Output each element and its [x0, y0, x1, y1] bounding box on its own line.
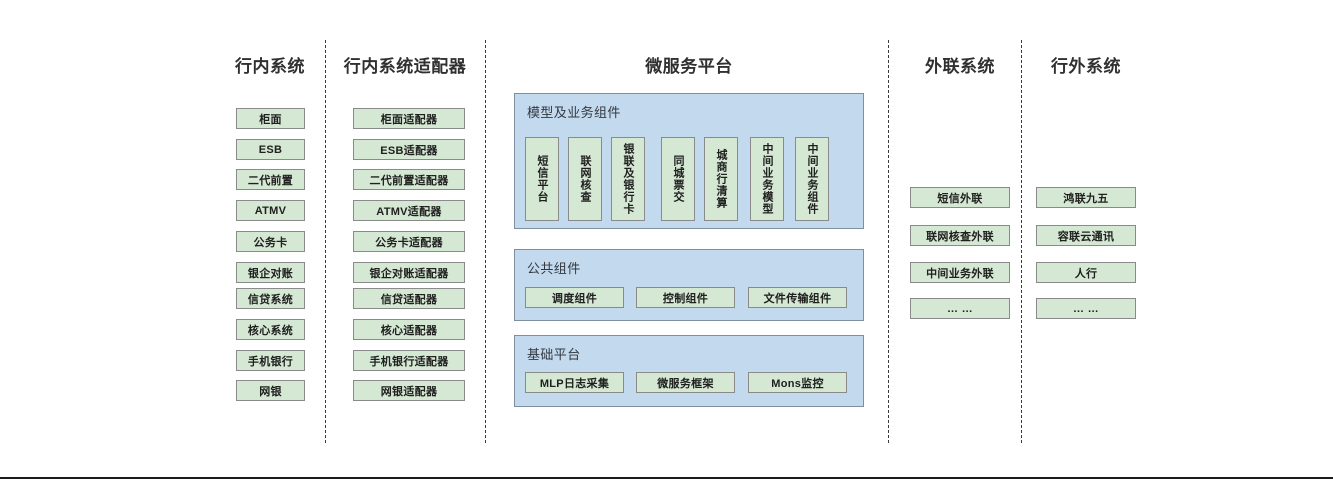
node-internal-1[interactable]: 柜面: [236, 108, 305, 129]
node-adapter-3[interactable]: 二代前置适配器: [353, 169, 465, 190]
page-bottom-rule: [0, 477, 1333, 479]
node-internal-10[interactable]: 网银: [236, 380, 305, 401]
node-model-7[interactable]: 中间业务组件: [795, 137, 829, 221]
node-adapter-6[interactable]: 银企对账适配器: [353, 262, 465, 283]
column-divider-3: [888, 40, 889, 443]
node-adapter-10[interactable]: 网银适配器: [353, 380, 465, 401]
column-divider-2: [485, 40, 486, 443]
node-public-2[interactable]: 控制组件: [636, 287, 735, 308]
node-internal-6[interactable]: 银企对账: [236, 262, 305, 283]
node-adapter-4[interactable]: ATMV适配器: [353, 200, 465, 221]
node-internal-7[interactable]: 信贷系统: [236, 288, 305, 309]
node-adapter-7[interactable]: 信贷适配器: [353, 288, 465, 309]
column-title-external-link-systems: 外联系统: [925, 57, 995, 76]
node-outside-2[interactable]: 容联云通讯: [1036, 225, 1136, 246]
node-external-4[interactable]: … …: [910, 298, 1010, 319]
node-model-1-label: 短信平台: [536, 155, 548, 203]
node-base-1[interactable]: MLP日志采集: [525, 372, 624, 393]
node-adapter-2[interactable]: ESB适配器: [353, 139, 465, 160]
node-base-2[interactable]: 微服务框架: [636, 372, 735, 393]
panel-label-public-components: 公共组件: [527, 261, 581, 276]
column-divider-4: [1021, 40, 1022, 443]
node-external-2[interactable]: 联网核查外联: [910, 225, 1010, 246]
node-adapter-5[interactable]: 公务卡适配器: [353, 231, 465, 252]
panel-label-model-and-business-components: 模型及业务组件: [527, 105, 621, 120]
panel-base-platform: 基础平台: [514, 335, 864, 407]
column-divider-1: [325, 40, 326, 443]
node-internal-3[interactable]: 二代前置: [236, 169, 305, 190]
node-internal-5[interactable]: 公务卡: [236, 231, 305, 252]
node-model-4-label: 同城票交: [672, 155, 684, 203]
node-model-7-label: 中间业务组件: [806, 143, 818, 215]
node-outside-1[interactable]: 鸿联九五: [1036, 187, 1136, 208]
node-adapter-8[interactable]: 核心适配器: [353, 319, 465, 340]
column-title-internal-systems: 行内系统: [235, 57, 305, 76]
node-external-1[interactable]: 短信外联: [910, 187, 1010, 208]
column-title-internal-system-adapters: 行内系统适配器: [343, 57, 467, 76]
node-internal-9[interactable]: 手机银行: [236, 350, 305, 371]
node-model-4[interactable]: 同城票交: [661, 137, 695, 221]
node-internal-4[interactable]: ATMV: [236, 200, 305, 221]
panel-public-components: 公共组件: [514, 249, 864, 321]
node-model-2-label: 联网核查: [579, 155, 591, 203]
column-title-microservice-platform: 微服务平台: [645, 57, 733, 76]
node-external-3[interactable]: 中间业务外联: [910, 262, 1010, 283]
node-model-5-label: 城商行清算: [715, 149, 727, 209]
node-model-1[interactable]: 短信平台: [525, 137, 559, 221]
node-public-3[interactable]: 文件传输组件: [748, 287, 847, 308]
node-model-3-label: 银联及银行卡: [622, 143, 634, 215]
node-model-2[interactable]: 联网核查: [568, 137, 602, 221]
node-outside-4[interactable]: … …: [1036, 298, 1136, 319]
node-base-3[interactable]: Mons监控: [748, 372, 847, 393]
node-adapter-9[interactable]: 手机银行适配器: [353, 350, 465, 371]
panel-label-base-platform: 基础平台: [527, 347, 581, 362]
node-adapter-1[interactable]: 柜面适配器: [353, 108, 465, 129]
node-model-6[interactable]: 中间业务模型: [750, 137, 784, 221]
node-model-5[interactable]: 城商行清算: [704, 137, 738, 221]
node-outside-3[interactable]: 人行: [1036, 262, 1136, 283]
column-title-outside-bank-systems: 行外系统: [1051, 57, 1121, 76]
node-public-1[interactable]: 调度组件: [525, 287, 624, 308]
node-model-3[interactable]: 银联及银行卡: [611, 137, 645, 221]
node-model-6-label: 中间业务模型: [761, 143, 773, 215]
node-internal-2[interactable]: ESB: [236, 139, 305, 160]
node-internal-8[interactable]: 核心系统: [236, 319, 305, 340]
